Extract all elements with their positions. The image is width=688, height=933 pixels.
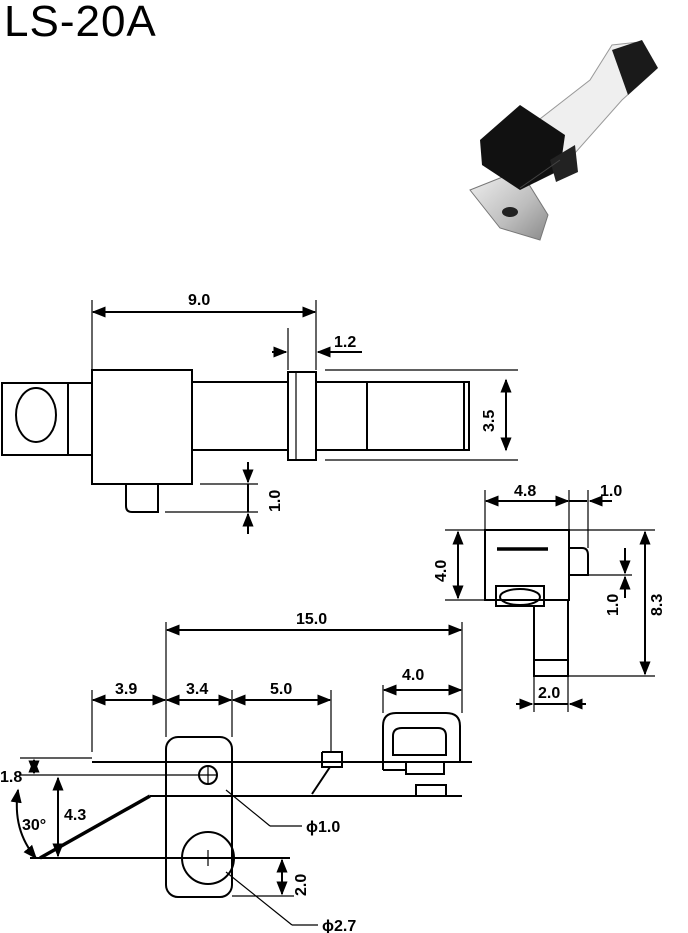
hole-small-label: ϕ1.0 <box>306 819 340 836</box>
product-photo <box>469 40 658 241</box>
bottom-dim-a-label: 3.9 <box>115 681 137 698</box>
top-view <box>1 300 518 534</box>
dim-length-label: 9.0 <box>188 292 210 309</box>
side-dim-leg-label: 2.0 <box>538 685 560 702</box>
bottom-dim-d-label: 4.0 <box>402 667 424 684</box>
bottom-angle-label: 30° <box>22 817 46 834</box>
bottom-view <box>10 622 472 926</box>
bottom-dim-f-label: 4.3 <box>64 807 86 824</box>
dim-height-label: 3.5 <box>481 410 498 432</box>
side-dim-tab-label: 1.0 <box>600 483 622 500</box>
bottom-dim-e-label: 1.8 <box>0 769 22 786</box>
bottom-dim-c-label: 5.0 <box>270 681 292 698</box>
bottom-dim-total-label: 15.0 <box>296 611 327 628</box>
bottom-dim-g-label: 2.0 <box>293 874 310 896</box>
side-dim-width-label: 4.8 <box>514 483 536 500</box>
dim-collar-label: 1.2 <box>334 334 356 351</box>
dim-pin-label: 1.0 <box>267 490 284 512</box>
side-view <box>445 490 655 712</box>
bottom-dim-b-label: 3.4 <box>186 681 208 698</box>
hole-large-label: ϕ2.7 <box>322 918 356 933</box>
side-dim-body-label: 4.0 <box>433 560 450 582</box>
side-dim-pin-label: 1.0 <box>605 594 622 616</box>
part-number-title: LS-20A <box>4 0 157 46</box>
side-dim-total-label: 8.3 <box>649 594 666 616</box>
